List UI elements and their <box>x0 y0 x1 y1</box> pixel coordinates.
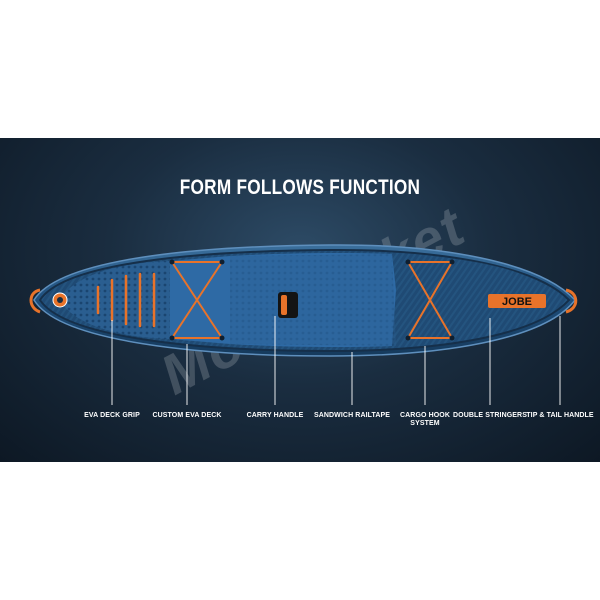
tail-grip-bars <box>96 272 156 328</box>
feature-label-custom-eva-deck: CUSTOM EVA DECK <box>152 412 222 419</box>
cargo-bungee-rear <box>171 261 223 339</box>
carry-handle-icon <box>278 292 298 318</box>
feature-label-cargo-hook-system: CARGO HOOK SYSTEM <box>400 412 450 427</box>
feature-label-tip-tail-handle: TIP & TAIL HANDLE <box>526 412 594 419</box>
banner-title: FORM FOLLOWS FUNCTION <box>179 176 421 199</box>
feature-label-sandwich-railtape: SANDWICH RAILTAPE <box>313 412 391 419</box>
eva-deck-grip <box>60 261 170 339</box>
leader-lines <box>111 316 561 405</box>
brand-logo-plate <box>488 294 546 308</box>
feature-label-carry-handle: CARRY HANDLE <box>246 412 304 419</box>
tip-tail-handle-icon <box>565 288 578 314</box>
feature-label-double-stringers: DOUBLE STRINGERS <box>453 412 527 419</box>
brand-logo: JOBE <box>502 296 532 308</box>
feature-label-eva-deck-grip: EVA DECK GRIP <box>84 412 140 419</box>
cargo-bungee-front <box>407 261 453 339</box>
